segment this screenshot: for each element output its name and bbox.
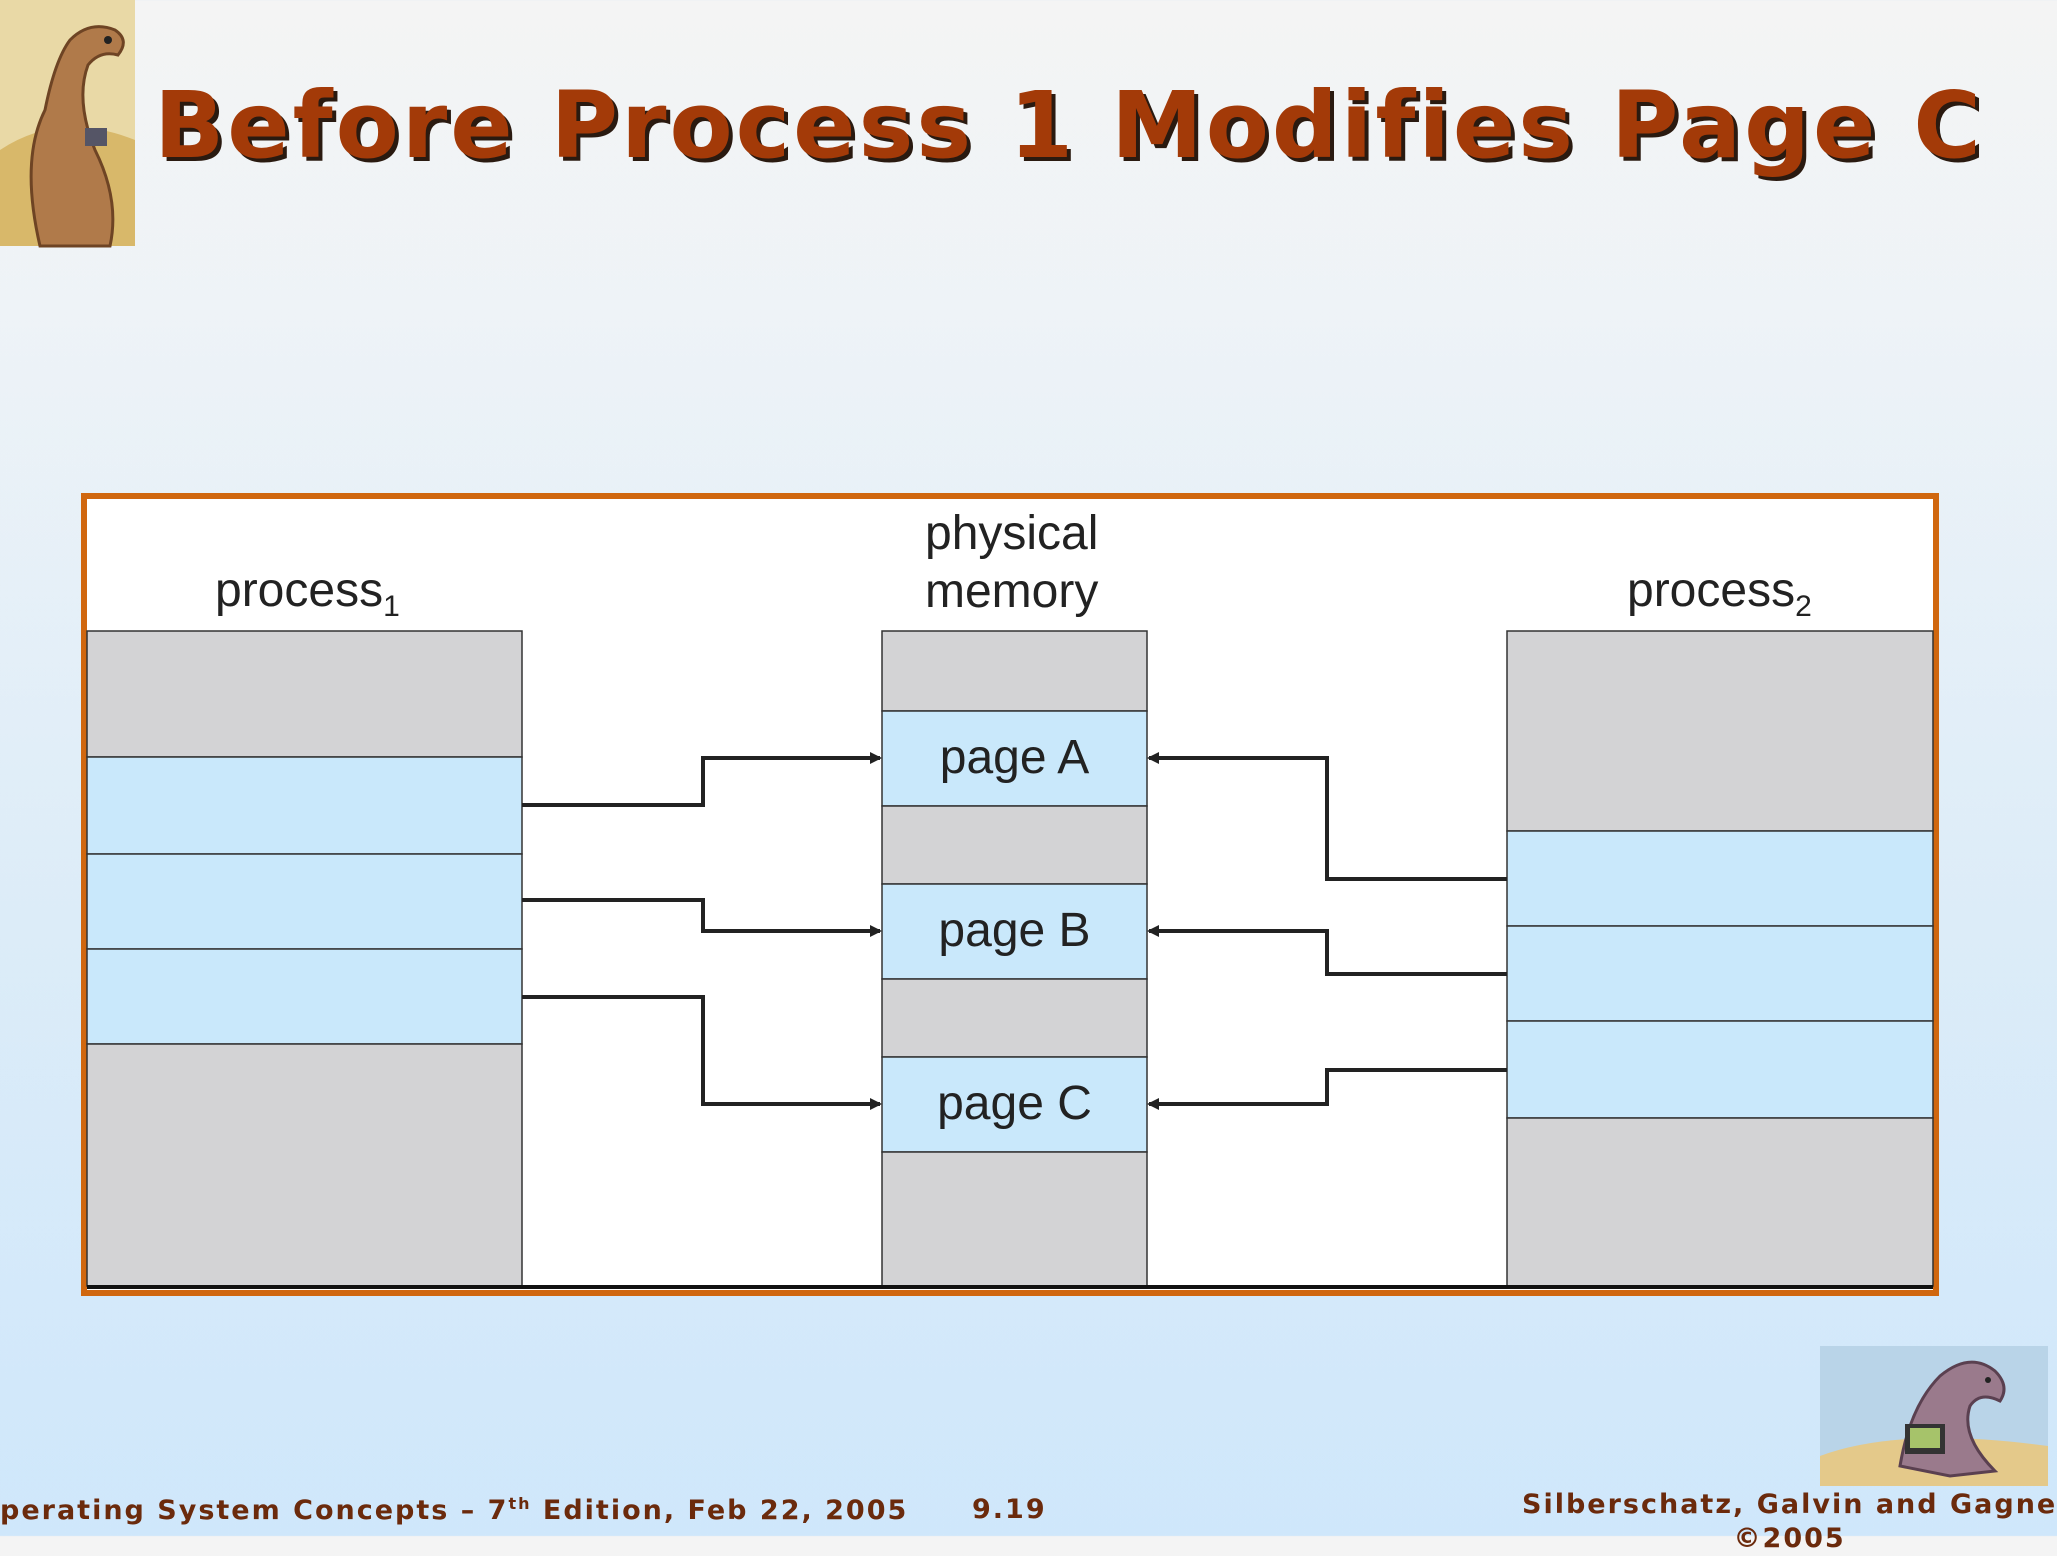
process2-page-slot	[1506, 1020, 1934, 1119]
footer-title-sup: th	[508, 1494, 532, 1513]
footer-authors: Silberschatz, Galvin and Gagne ©2005	[1522, 1488, 2057, 1554]
process2-label-text: process	[1627, 564, 1796, 617]
process2-page-slot	[1506, 830, 1934, 927]
process2-arrows	[1147, 752, 1507, 1110]
process2-subscript: 2	[1795, 590, 1812, 623]
diagram-frame: process1 physical memory process2 page A…	[81, 493, 1939, 1296]
dinosaur-logo-top	[0, 0, 135, 248]
process2-unused-block	[1506, 630, 1934, 832]
process1-column	[86, 630, 523, 1287]
arrow-p2-to-page-a	[1147, 752, 1507, 881]
footer-title-post: Edition, Feb 22, 2005	[531, 1495, 909, 1526]
memory-label-line2: memory	[925, 565, 1099, 618]
memory-free-frame	[881, 630, 1148, 712]
footer-authors-line1: Silberschatz, Galvin and Gagne	[1522, 1489, 2057, 1520]
page-c-label: page C	[937, 1077, 1092, 1130]
memory-free-frame	[881, 978, 1148, 1058]
process2-unused-block	[1506, 1117, 1934, 1287]
arrow-p1-to-page-b	[522, 898, 882, 937]
page-a-label: page A	[939, 731, 1090, 784]
arrow-p1-to-page-a	[522, 752, 882, 807]
process1-unused-block	[86, 1043, 523, 1287]
process1-page-slot	[86, 948, 523, 1045]
memory-label-line1: physical	[925, 507, 1099, 560]
footer-page-number: 9.19	[972, 1494, 1047, 1525]
memory-frame-page-c	[881, 1056, 1148, 1153]
process1-label: process1	[215, 567, 400, 622]
process1-subscript: 1	[383, 590, 400, 623]
footer-title-pre: perating System Concepts – 7	[0, 1495, 509, 1526]
arrow-p2-to-page-c	[1147, 1068, 1507, 1110]
copy-on-write-diagram	[86, 630, 1934, 1289]
arrow-p2-to-page-b	[1147, 925, 1507, 976]
process2-label: process2	[1627, 567, 1812, 622]
physical-memory-column	[881, 630, 1148, 1287]
process2-page-slot	[1506, 925, 1934, 1022]
slide-title: Before Process 1 Modifies Page C	[154, 72, 1984, 179]
memory-frame-page-a	[881, 710, 1148, 807]
process1-page-slot	[86, 853, 523, 950]
process1-label-text: process	[215, 564, 384, 617]
memory-free-frame	[881, 1151, 1148, 1287]
page-b-label: page B	[938, 904, 1091, 957]
footer-course-title: perating System Concepts – 7th Edition, …	[0, 1494, 908, 1526]
process1-unused-block	[86, 630, 523, 758]
arrow-p1-to-page-c	[522, 995, 882, 1110]
memory-label: physical memory	[925, 505, 1098, 621]
memory-frame-page-b	[881, 883, 1148, 980]
footer-authors-line2: ©2005	[1733, 1523, 1846, 1554]
process1-arrows	[522, 752, 882, 1110]
process1-page-slot	[86, 756, 523, 855]
process2-column	[1506, 630, 1934, 1287]
memory-free-frame	[881, 805, 1148, 885]
dinosaur-logo-bottom	[1820, 1346, 2048, 1486]
